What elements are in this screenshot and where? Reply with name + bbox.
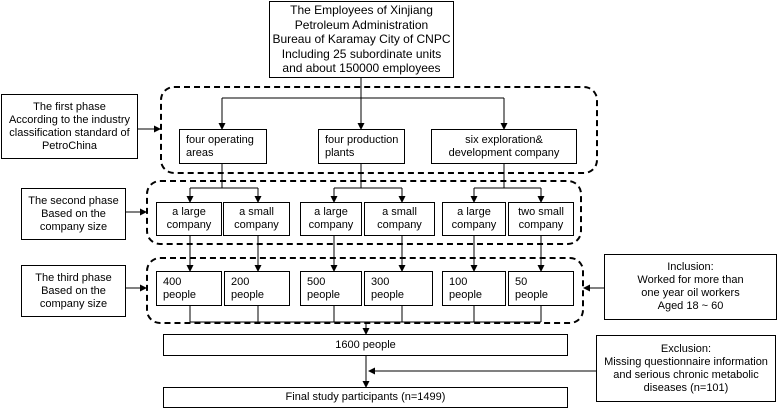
node-text: people — [371, 288, 405, 301]
sample-count-box: 400 people — [156, 271, 222, 306]
node-text: 300 — [371, 275, 390, 288]
final-participants-text: Final study participants (n=1499) — [285, 391, 446, 403]
company-size-box: a small company — [364, 202, 435, 236]
phase-text: company size — [39, 220, 108, 233]
population-text: Including 25 subordinate units — [281, 46, 442, 61]
exclusion-criteria-box: Exclusion: Missing questionnaire informa… — [596, 335, 776, 402]
total-sample-box: 1600 people — [163, 334, 568, 356]
sample-count-box: 300 people — [364, 271, 433, 306]
population-text: Bureau of Karamay City of CNPC — [272, 32, 451, 47]
node-text: people — [231, 288, 265, 301]
node-text: company — [234, 219, 279, 231]
phase3-label: The third phase Based on the company siz… — [21, 265, 126, 317]
phase-text: company size — [39, 297, 108, 310]
population-box: The Employees of Xinjiang Petroleum Admi… — [269, 1, 454, 78]
node-text: development company — [448, 146, 560, 159]
node-text: a large — [457, 206, 491, 218]
inclusion-criteria-box: Inclusion: Worked for more than one year… — [604, 254, 777, 320]
phase1-group — [160, 86, 598, 174]
node-text: people — [515, 288, 549, 301]
node-text: company — [451, 219, 497, 231]
company-size-box: a large company — [442, 202, 506, 236]
criteria-text: diseases (n=101) — [643, 381, 729, 394]
phase2-group — [146, 180, 582, 245]
sample-count-box: 100 people — [442, 271, 506, 306]
population-text: The Employees of Xinjiang — [290, 3, 433, 18]
node-text: a large — [172, 206, 206, 218]
company-size-box: a small company — [223, 202, 290, 236]
criteria-text: Exclusion: — [660, 342, 712, 355]
node-text: areas — [186, 146, 214, 159]
criteria-text: Missing questionnaire information — [604, 355, 768, 368]
node-text: 200 — [231, 275, 250, 288]
phase3-group — [146, 257, 584, 324]
criteria-text: Inclusion: — [667, 261, 714, 273]
node-text: company — [377, 219, 422, 231]
phase-text: Based on the — [41, 284, 106, 297]
total-sample-text: 1600 people — [335, 338, 396, 351]
node-text: four production — [325, 133, 399, 146]
phase-text: According to the industry — [8, 113, 131, 126]
operating-areas-box: four operating areas — [179, 129, 267, 164]
population-text: Petroleum Administration — [294, 17, 429, 32]
phase-text: The third phase — [35, 271, 112, 284]
company-size-box: a large company — [300, 202, 362, 236]
node-text: company — [308, 219, 354, 231]
final-participants-box: Final study participants (n=1499) — [163, 387, 568, 408]
criteria-text: and serious chronic metabolic — [613, 368, 759, 381]
phase2-label: The second phase Based on the company si… — [21, 188, 126, 240]
criteria-text: one year oil workers — [641, 287, 740, 299]
node-text: 500 — [307, 275, 326, 288]
production-plants-box: four production plants — [318, 129, 405, 164]
phase-text: classification standard of — [9, 126, 130, 139]
phase-text: The first phase — [33, 100, 106, 113]
node-text: a small — [239, 206, 274, 218]
node-text: 400 — [163, 275, 182, 288]
sample-count-box: 200 people — [224, 271, 290, 306]
company-size-box: two small company — [508, 202, 574, 236]
node-text: four operating — [186, 133, 254, 146]
node-text: a small — [382, 206, 417, 218]
criteria-text: Aged 18 ~ 60 — [657, 300, 724, 312]
node-text: 100 — [449, 275, 468, 288]
sample-count-box: 50 people — [508, 271, 574, 306]
node-text: people — [449, 288, 483, 301]
company-size-box: a large company — [156, 202, 222, 236]
sample-count-box: 500 people — [300, 271, 362, 306]
node-text: company — [518, 219, 564, 231]
phase-text: PetroChina — [41, 139, 98, 152]
node-text: people — [307, 288, 341, 301]
node-text: company — [166, 219, 212, 231]
phase1-label: The first phase According to the industr… — [1, 94, 138, 159]
phase-text: Based on the — [41, 207, 106, 220]
node-text: plants — [325, 146, 355, 159]
node-text: two small — [518, 206, 564, 218]
phase-text: The second phase — [28, 194, 119, 207]
node-text: a large — [314, 206, 348, 218]
criteria-text: Worked for more than — [637, 274, 744, 286]
exploration-company-box: six exploration& development company — [431, 129, 577, 164]
population-text: and about 150000 employees — [282, 61, 441, 76]
node-text: 50 — [515, 275, 528, 288]
node-text: six exploration& — [465, 133, 543, 146]
node-text: people — [163, 288, 197, 301]
